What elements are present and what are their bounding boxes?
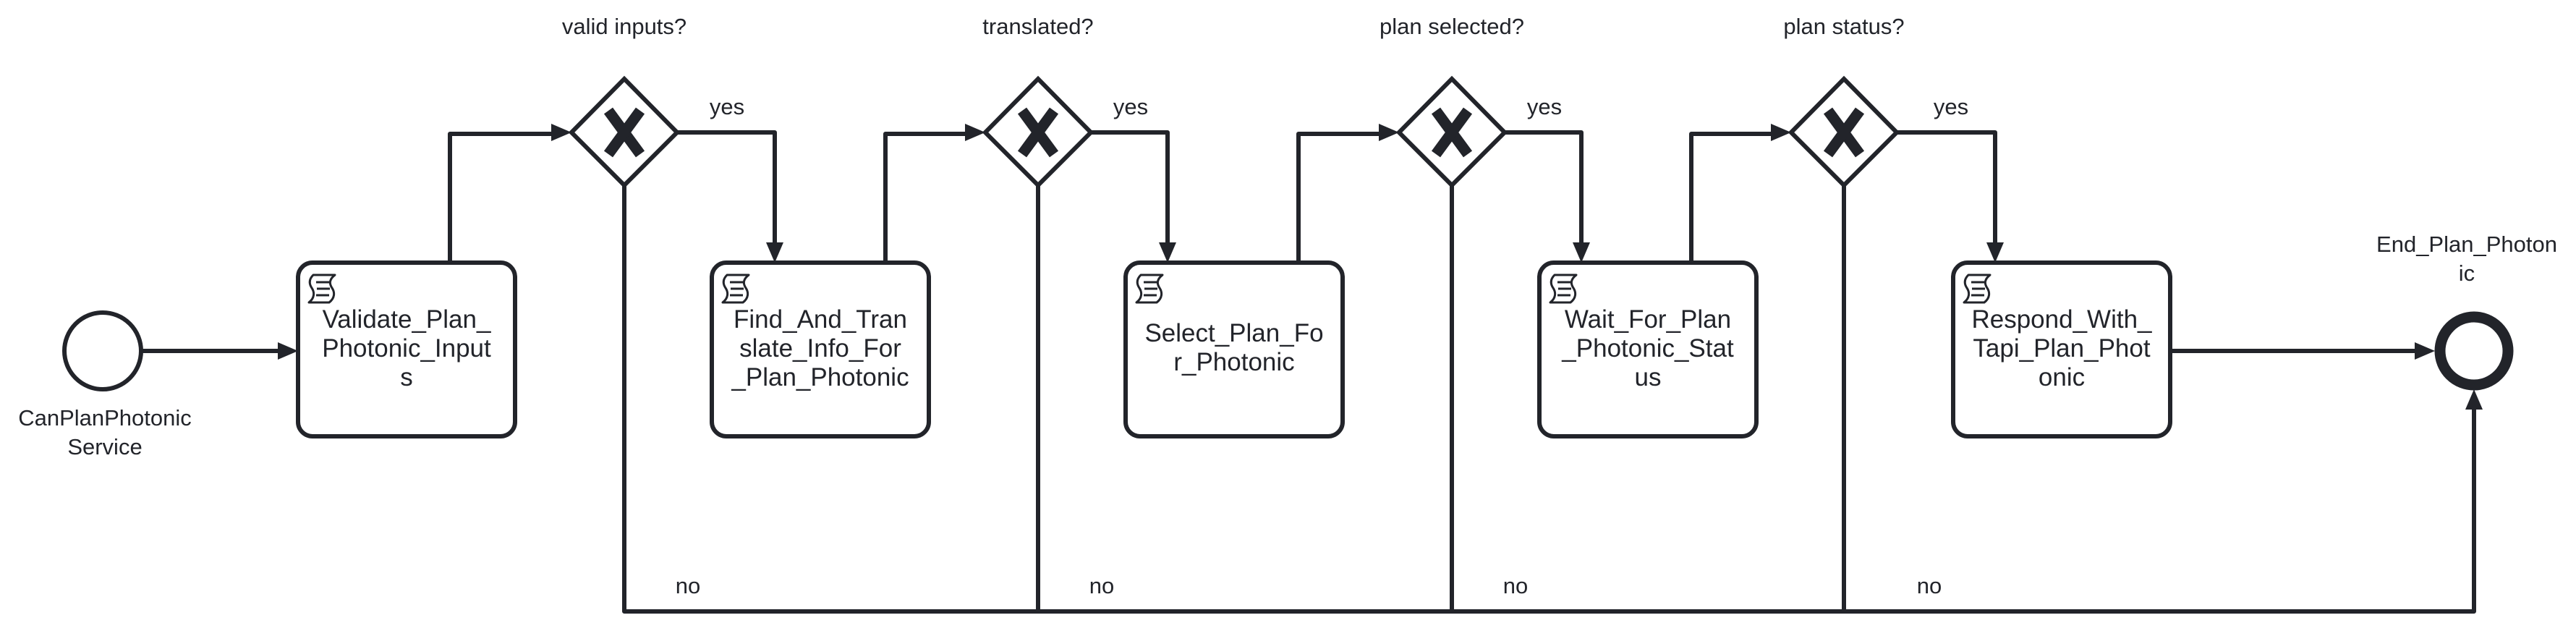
task-respond-with-tapi-plan-photonic[interactable] [1951,260,2172,438]
gateway-question-label: valid inputs? [561,14,687,39]
arrowhead [1379,124,1399,141]
gateway-plan-selected[interactable] [1395,75,1508,189]
flow-find-to-gw2 [883,132,971,260]
task-find-and-translate-info[interactable] [710,260,931,438]
task-label-line: us [1634,363,1662,391]
start-event[interactable] [62,310,143,391]
task-label-line: onic [2038,363,2086,391]
script-icon [721,274,750,304]
script-icon [1135,274,1164,304]
gateway-plan-status[interactable] [1788,75,1900,189]
no-label: no [1916,573,1942,598]
task-label-line: r_Photonic [1173,348,1295,376]
arrowhead [2415,342,2435,360]
end-event-label: End_Plan_Photon ic [2358,230,2575,288]
script-icon [1963,274,1991,304]
task-label-line: Photonic_Input [322,334,491,363]
end-event[interactable] [2434,311,2514,391]
start-event-label-line: CanPlanPhotonic [18,405,192,431]
gateway-question-label: plan status? [1783,14,1905,39]
task-box[interactable] [710,260,931,438]
task-label: Find_And_Tran slate_Info_For _Plan_Photo… [712,305,929,392]
task-box[interactable] [1537,260,1759,438]
task-label-line: s [400,363,413,391]
task-wait-for-plan-photonic-status[interactable] [1537,260,1759,438]
gateway-valid-inputs[interactable] [568,75,681,189]
task-label: Respond_With_ Tapi_Plan_Phot onic [1953,305,2170,392]
arrowhead [1771,124,1791,141]
arrowhead [766,242,783,263]
no-label: no [1089,573,1115,598]
task-label: Validate_Plan_ Photonic_Input s [298,305,515,392]
gateway-question-label: plan selected? [1380,14,1524,39]
script-icon [307,274,336,304]
yes-label: yes [1526,94,1563,119]
task-label-line: Tapi_Plan_Phot [1973,334,2151,363]
flow-gw3-yes [1505,130,1584,250]
task-box[interactable] [1951,260,2172,438]
task-select-plan-for-photonic[interactable] [1123,260,1345,438]
end-event-label-line: End_Plan_Photon [2376,232,2557,257]
task-label-line: Select_Plan_Fo [1144,319,1324,347]
script-icon [1549,274,1578,304]
arrowhead [1986,242,2004,263]
task-label-line: Find_And_Tran [734,305,907,334]
task-label-line: _Plan_Photonic [731,363,909,391]
flow-wait-to-gw4 [1689,132,1777,260]
task-box[interactable] [1123,260,1345,438]
arrowhead [1159,242,1176,263]
flow-validate-to-gw1 [448,132,557,260]
flow-gw1-yes [677,130,777,250]
flow-gw2-yes [1091,130,1170,250]
task-validate-plan-photonic-inputs[interactable] [296,260,517,438]
no-label: no [1502,573,1529,598]
gateway-translated[interactable] [982,75,1094,189]
arrowhead [965,124,985,141]
arrowhead [551,124,571,141]
task-box[interactable] [296,260,517,438]
gateway-question-label: translated? [982,14,1094,39]
flow-gw4-yes [1897,130,1997,250]
task-label: Select_Plan_Fo r_Photonic [1126,319,1343,377]
sequence-flows [143,124,2483,614]
arrowhead [278,342,298,360]
task-label-line: slate_Info_For [739,334,901,363]
flow-no-bus [622,185,2476,614]
yes-label: yes [1933,94,1969,119]
task-label: Wait_For_Plan _Photonic_Stat us [1539,305,1756,392]
yes-label: yes [1113,94,1149,119]
arrowhead [2465,389,2483,410]
task-label-line: Wait_For_Plan [1564,305,1732,334]
arrowhead [1573,242,1590,263]
flow-select-to-gw3 [1296,132,1385,260]
no-label: no [675,573,701,598]
start-event-label: CanPlanPhotonic Service [0,404,210,462]
task-label-line: Validate_Plan_ [322,305,491,334]
start-event-label-line: Service [67,434,143,459]
yes-label: yes [709,94,745,119]
task-label-line: Respond_With_ [1971,305,2152,334]
task-label-line: _Photonic_Stat [1562,334,1734,363]
end-event-label-line: ic [2458,260,2475,286]
